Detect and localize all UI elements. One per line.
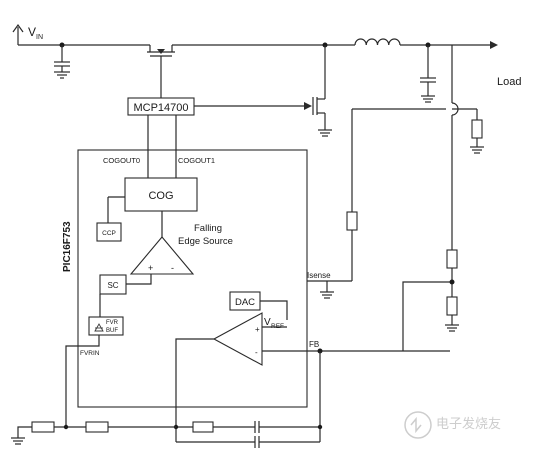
mcp14700-label: MCP14700 <box>133 102 188 114</box>
vin-terminal <box>12 23 24 45</box>
load-resistor <box>452 108 484 154</box>
high-side-mosfet <box>147 45 175 98</box>
fvr-buffer-block <box>88 316 124 336</box>
ccp-label: CCP <box>102 230 116 237</box>
output-capacitor <box>420 45 436 103</box>
amp-minus: - <box>255 348 258 357</box>
top-rail <box>18 41 498 49</box>
load-label: Load <box>497 76 521 88</box>
amp-plus: + <box>255 325 260 334</box>
watermark-text: 电子发烧友 <box>436 416 501 431</box>
low-side-mosfet <box>312 45 332 137</box>
vin-label: V <box>28 25 36 39</box>
fvr-label: FVR <box>106 320 119 326</box>
vref-label: V <box>264 317 271 328</box>
watermark: 电子发烧友 <box>404 411 501 439</box>
comparator-plus: + <box>148 263 153 273</box>
cog-block <box>124 177 198 212</box>
sc-label: SC <box>107 281 118 290</box>
isense-label: Isense <box>307 271 331 280</box>
cogout0-label: COGOUT0 <box>103 156 140 165</box>
falling-label: Falling <box>194 223 222 234</box>
amp-output-wire <box>175 338 214 427</box>
fb-label: FB <box>309 340 319 349</box>
cog-label: COG <box>148 190 173 202</box>
chip-label: PIC16F753 <box>62 221 73 272</box>
input-capacitor <box>54 45 70 79</box>
buf-label: BUF <box>106 328 118 334</box>
vin-subscript: IN <box>36 34 43 41</box>
inductor <box>354 38 401 46</box>
bottom-rail <box>11 421 176 445</box>
edge-source-label: Edge Source <box>178 236 233 247</box>
error-amplifier <box>212 312 263 366</box>
comp-resistor <box>192 421 214 433</box>
falling-edge-comparator <box>129 236 195 275</box>
dac-label: DAC <box>235 297 255 308</box>
cogout1-label: COGOUT1 <box>178 156 215 165</box>
fvrin-label: FVRIN <box>80 350 100 357</box>
fvrin-wire <box>65 335 100 427</box>
comparator-minus: - <box>171 263 174 273</box>
feedback-divider <box>445 45 459 332</box>
ccp-block <box>96 222 122 242</box>
vref-subscript: REF <box>271 323 284 330</box>
